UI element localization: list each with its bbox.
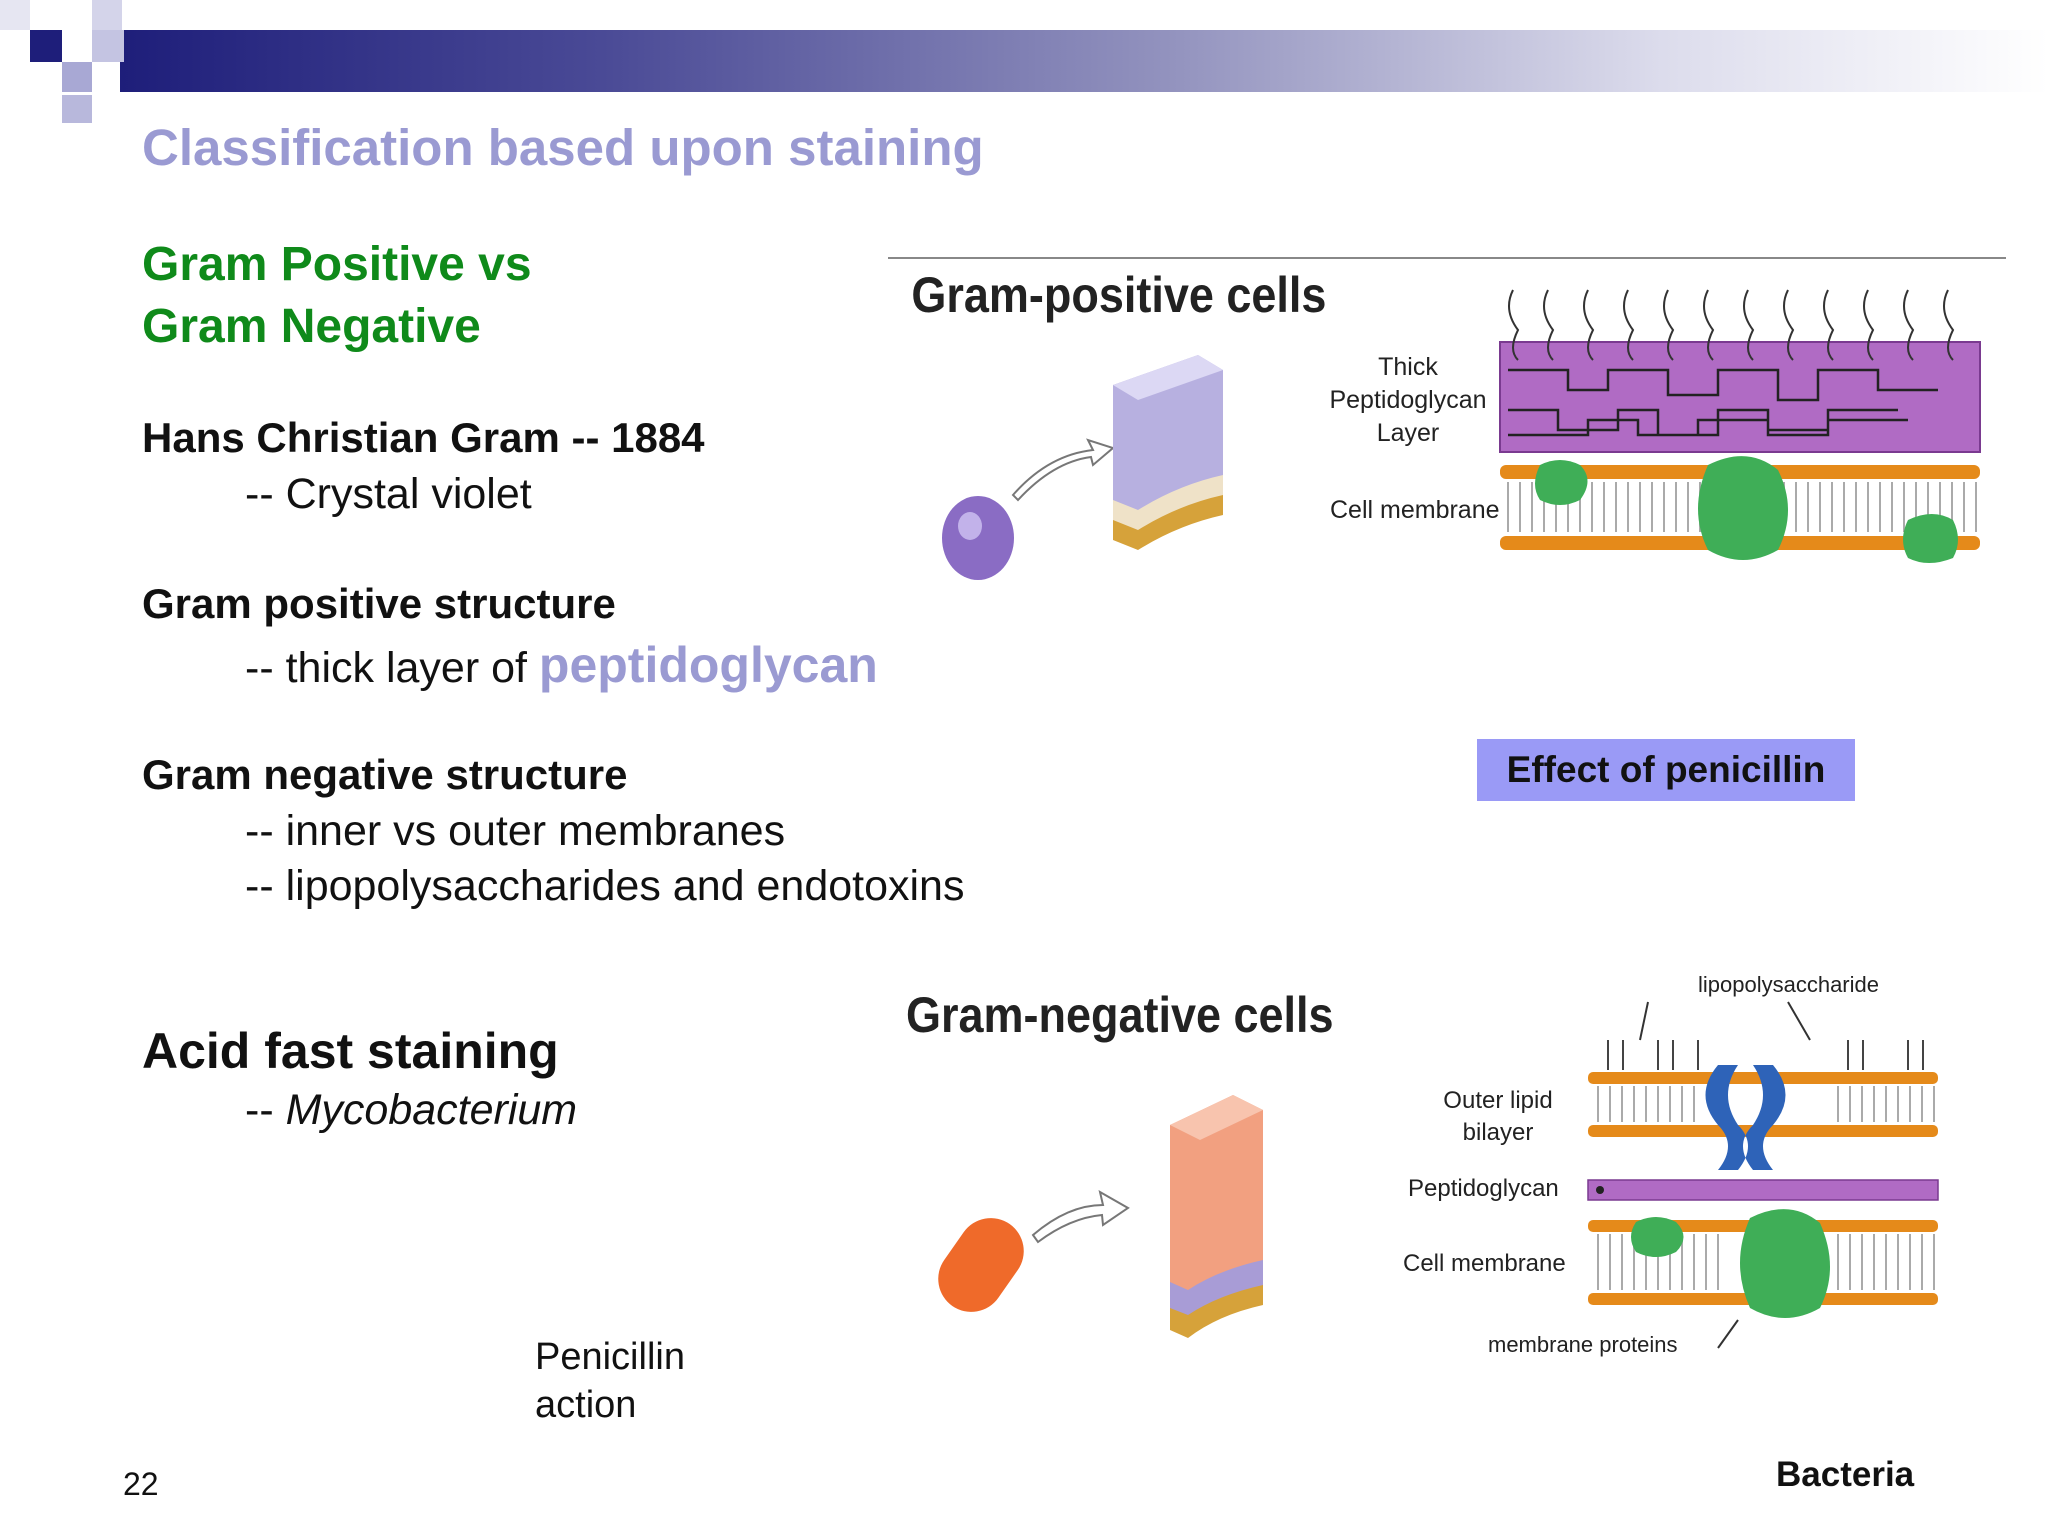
porin-protein [1705,1065,1786,1170]
heading-line-2: Gram Negative [142,300,481,353]
heading-line-1: Gram Positive vs [142,238,532,291]
hans-gram-line: Hans Christian Gram -- 1884 [142,414,705,461]
positive-membrane-label: Cell membrane [1330,496,1500,524]
mycobacterium-bullet: -- Mycobacterium [245,1086,577,1135]
outer-lipid-label-1: Outer lipid [1443,1087,1552,1114]
negative-membrane-label: Cell membrane [1403,1250,1566,1277]
outer-lipid-label-2: bilayer [1463,1119,1534,1146]
thick-label-1: Thick [1378,353,1438,381]
action-line: action [535,1384,637,1426]
inner-protein-large [1740,1209,1830,1318]
teichoic-acid-strands [1508,289,1955,361]
banner-square-light [0,0,30,30]
gradient-bar [120,30,2048,92]
banner-square-pale [92,30,124,62]
membrane-proteins-label: membrane proteins [1488,1332,1678,1357]
banner-square-dark [30,30,62,62]
membranes-bullet: -- inner vs outer membranes [245,807,786,855]
membrane-protein-right [1903,514,1958,563]
thick-label-2: Peptidoglycan [1329,386,1486,414]
banner-square-mid [62,62,92,92]
lps-strands [1607,1040,1924,1070]
gram-heading: Gram Positive vs Gram Negative [142,234,532,358]
gram-positive-structure-heading: Gram positive structure [142,580,616,627]
inner-protein-small [1631,1217,1684,1257]
lps-label: lipopolysaccharide [1698,972,1879,997]
membrane-protein-small [1535,460,1588,505]
banner-square-top [92,0,122,30]
rod-cell-icon [938,1218,1024,1312]
penicillin-action-note: Penicillin action [535,1333,685,1429]
peptidoglycan-term: peptidoglycan [538,637,878,693]
peptidoglycan-label: Peptidoglycan [1408,1175,1559,1202]
myco-prefix: -- [245,1086,286,1134]
negative-arrow-icon [1031,1189,1130,1244]
gram-negative-structure-heading: Gram negative structure [142,751,628,798]
thick-label-3: Layer [1377,419,1440,447]
gram-positive-title: Gram-positive cells [911,268,1326,324]
lipopolysaccharides-bullet: -- lipopolysaccharides and endotoxins [245,862,965,910]
gram-positive-figure: Gram-positive cells Thick Peptidoglycan … [888,257,2006,580]
effect-of-penicillin-label: Effect of penicillin [1506,749,1826,790]
title-banner [0,0,2048,123]
thick-layer-prefix: -- thick layer of [245,644,539,692]
effect-of-penicillin-box: Effect of penicillin [1477,739,1855,801]
gram-negative-title: Gram-negative cells [906,988,1334,1044]
round-cell-icon [942,496,1014,580]
thick-layer-bullet: -- thick layer of peptidoglycan [245,636,878,694]
penicillin-line: Penicillin [535,1336,685,1378]
arrow-icon [1011,438,1116,502]
banner-square-accent [62,95,92,123]
footer-label: Bacteria [1776,1455,1915,1494]
membrane-protein-large [1698,456,1788,560]
peptidoglycan-layer [1499,341,1981,453]
mycobacterium-term: Mycobacterium [285,1086,578,1134]
slide-title: Classification based upon staining [142,119,984,176]
page-number: 22 [123,1466,159,1502]
thin-peptidoglycan-layer [1587,1179,1939,1201]
acid-fast-heading: Acid fast staining [142,1023,559,1079]
gram-negative-figure: Gram-negative cells lipopolysaccharide O… [906,972,1939,1357]
crystal-violet-bullet: -- Crystal violet [245,470,532,518]
